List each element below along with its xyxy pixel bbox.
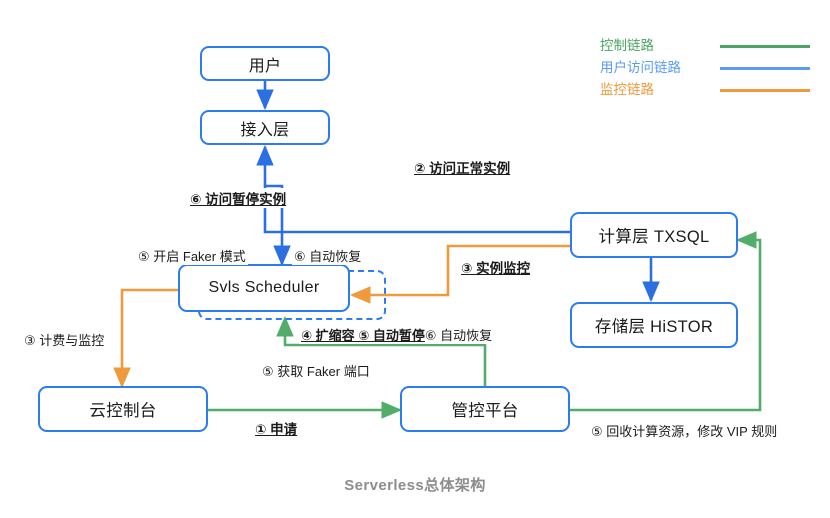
legend-item-user-access-link: 用户访问链路 [600, 58, 810, 78]
legend-label-control-link: 控制链路 [600, 38, 654, 53]
node-management-platform[interactable]: 管控平台 [400, 386, 570, 432]
label-reclaim-resources: ⑤ 回收计算资源，修改 VIP 规则 [589, 421, 780, 440]
legend: 控制链路 用户访问链路 监控链路 [600, 36, 810, 102]
label-get-faker-port: ⑤ 获取 Faker 端口 [260, 361, 372, 380]
label-auto-recover-lower: ⑥ 自动恢复 [424, 328, 493, 343]
label-enable-faker-mode: ⑤ 开启 Faker 模式 [136, 246, 248, 265]
label-scale-pause-recover: ④ 扩缩容 ⑤ 自动暂停⑥ 自动恢复 [299, 325, 495, 344]
label-scale-pause: ④ 扩缩容 ⑤ 自动暂停 [301, 328, 425, 343]
node-access-layer[interactable]: 接入层 [200, 110, 330, 145]
node-user[interactable]: 用户 [200, 46, 330, 81]
legend-label-user-access-link: 用户访问链路 [600, 60, 681, 75]
edge-scheduler-to-console [113, 288, 178, 389]
node-svls-scheduler[interactable]: Svls Scheduler [178, 264, 350, 312]
node-cloud-console[interactable]: 云控制台 [38, 386, 208, 432]
label-billing-and-monitor: ③ 计费与监控 [22, 330, 107, 349]
legend-label-monitor-link: 监控链路 [600, 82, 654, 97]
legend-item-control-link: 控制链路 [600, 36, 810, 56]
label-access-paused-instance: ⑥ 访问暂停实例 [188, 188, 289, 208]
legend-swatch-control-link [720, 44, 810, 48]
legend-swatch-monitor-link [720, 88, 810, 92]
node-compute-txsql[interactable]: 计算层 TXSQL [570, 212, 738, 258]
legend-swatch-user-access-link [720, 66, 810, 70]
legend-item-monitor-link: 监控链路 [600, 80, 810, 100]
label-instance-monitor: ③ 实例监控 [459, 257, 533, 277]
label-access-normal-instance: ② 访问正常实例 [412, 157, 513, 177]
node-storage-histor[interactable]: 存储层 HiSTOR [570, 302, 738, 348]
label-auto-recover-upper: ⑥ 自动恢复 [292, 246, 364, 265]
label-apply: ① 申请 [253, 418, 300, 438]
diagram-caption: Serverless总体架构 [344, 477, 486, 494]
